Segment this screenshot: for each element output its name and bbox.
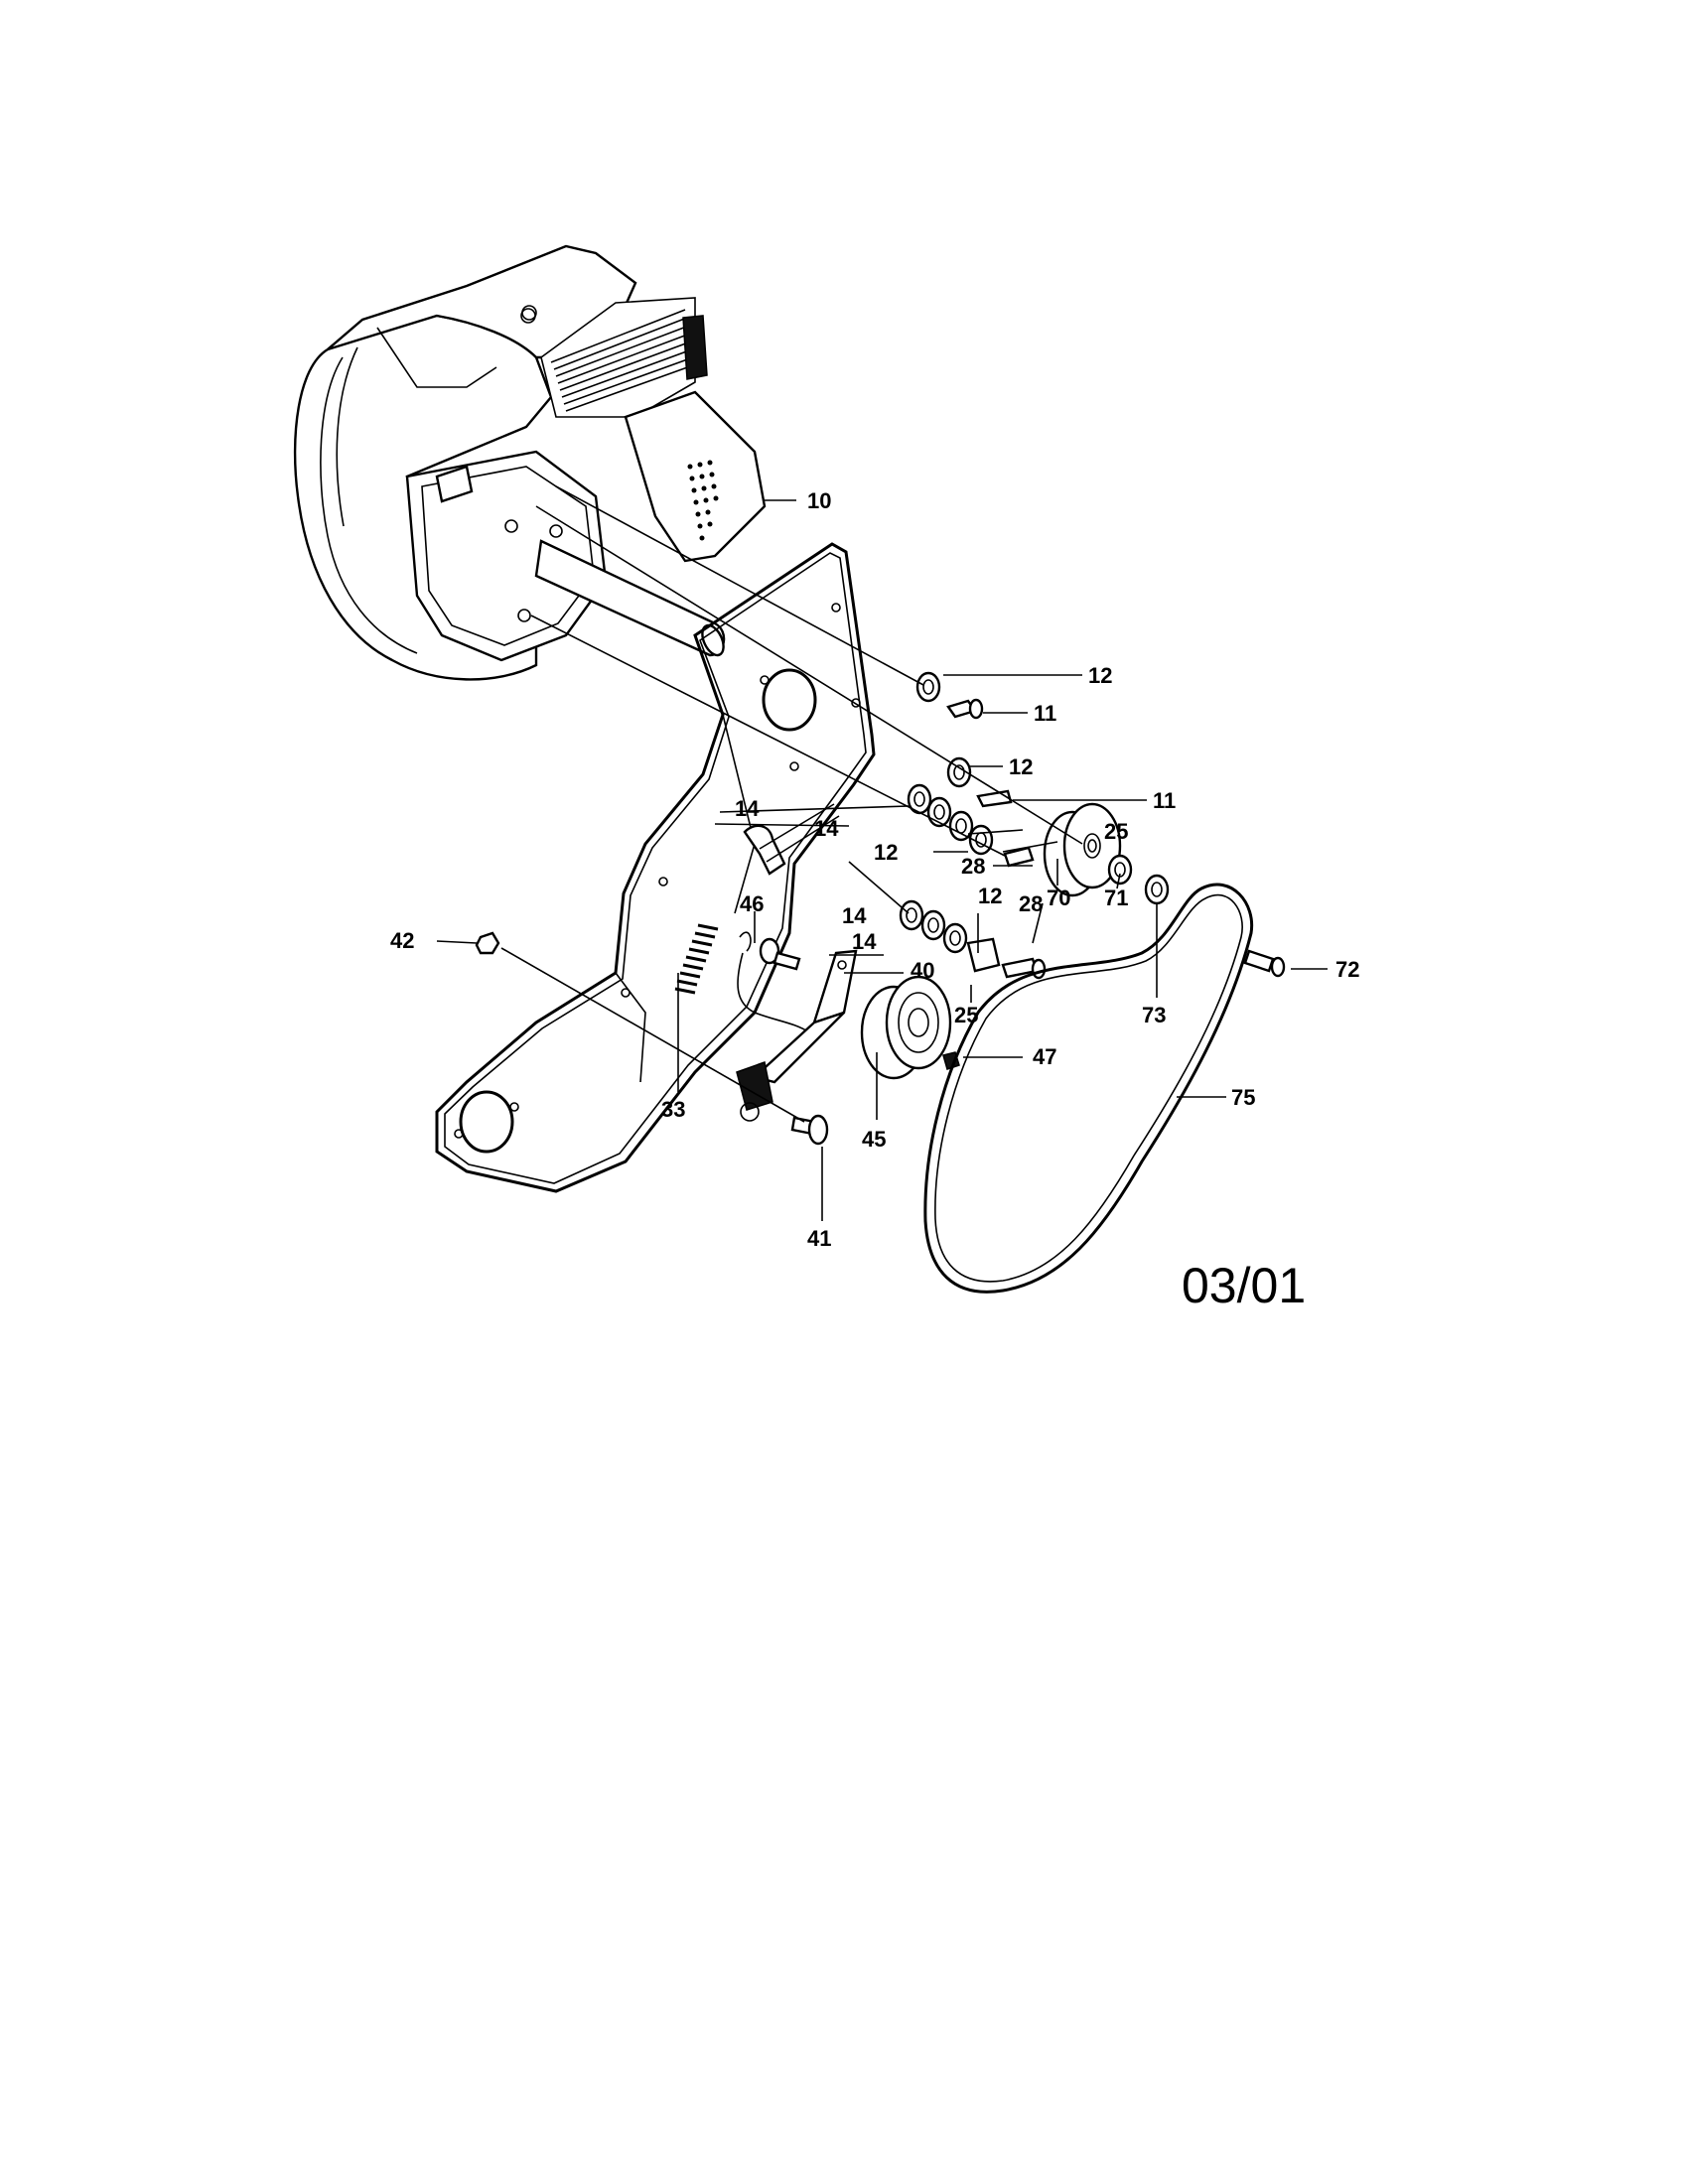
- engine-pulley: [1043, 802, 1122, 897]
- callout-72: 72: [1335, 957, 1359, 982]
- callout-14: 14: [735, 796, 760, 821]
- callout-45: 45: [862, 1127, 886, 1152]
- callout-12: 12: [1009, 754, 1033, 779]
- callout-47: 47: [1033, 1044, 1056, 1069]
- callout-71: 71: [1104, 886, 1128, 910]
- idler-arm: [736, 949, 858, 1122]
- callout-11: 11: [1034, 701, 1056, 726]
- callout-40: 40: [911, 958, 934, 983]
- leader-lines: [436, 485, 1328, 1221]
- callout-33: 33: [661, 1097, 685, 1122]
- callout-42: 42: [390, 928, 414, 953]
- callout-labels: 10 12 11 12 11 14 14 25 12 28 46 14 12 2…: [390, 488, 1359, 1251]
- callout-25: 25: [954, 1003, 978, 1027]
- spring: [674, 923, 810, 1033]
- engine-assembly: [293, 244, 767, 681]
- callout-41: 41: [807, 1226, 831, 1251]
- callout-14: 14: [814, 816, 839, 841]
- callout-12: 12: [1088, 663, 1112, 688]
- callout-28: 28: [1019, 891, 1043, 916]
- callout-14: 14: [852, 929, 877, 954]
- callout-11: 11: [1153, 788, 1176, 813]
- callout-28: 28: [961, 854, 985, 879]
- callout-75: 75: [1231, 1085, 1255, 1110]
- callout-14: 14: [842, 903, 867, 928]
- revision-date: 03/01: [1182, 1258, 1306, 1313]
- callout-73: 73: [1142, 1003, 1166, 1027]
- callout-12: 12: [874, 840, 898, 865]
- callout-12: 12: [978, 884, 1002, 908]
- engine-mounting-plate: [435, 542, 876, 1193]
- idler-pulley: [860, 975, 960, 1080]
- callout-25: 25: [1104, 819, 1128, 844]
- callout-10: 10: [807, 488, 831, 513]
- callout-46: 46: [740, 891, 764, 916]
- v-belt: [923, 883, 1254, 1294]
- callout-70: 70: [1047, 886, 1070, 910]
